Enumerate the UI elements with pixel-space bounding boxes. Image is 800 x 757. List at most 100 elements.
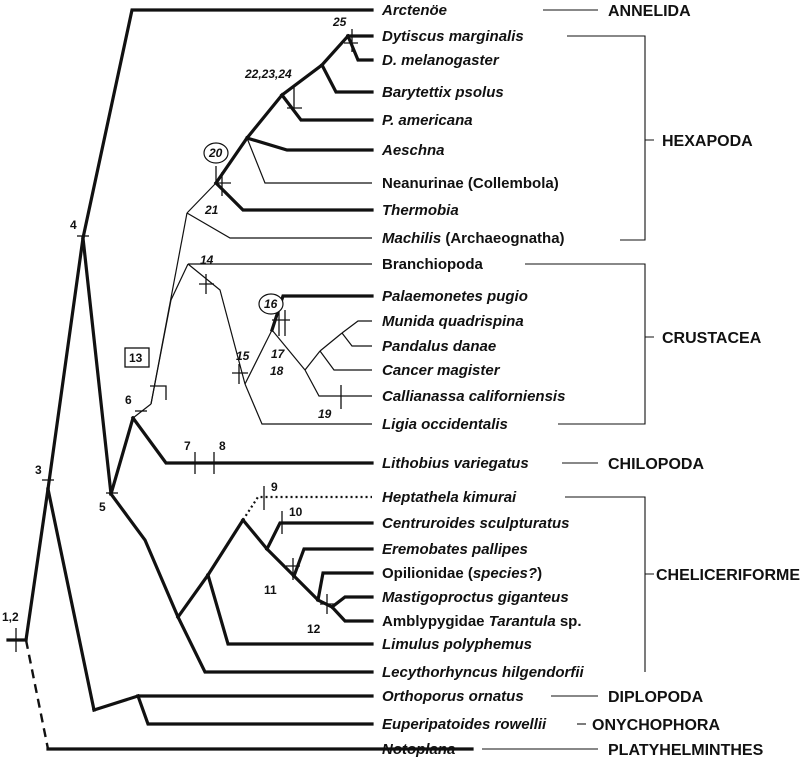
node-label-6: 6: [125, 393, 132, 407]
branch-n5-to-n6: [109, 416, 135, 496]
branch-to-n12-node: [291, 573, 321, 603]
branch-to-n22: [244, 92, 285, 141]
branch-to-munida-node: [319, 332, 343, 352]
branch-palaemonetes: [269, 294, 374, 333]
branch-ligia: [244, 383, 372, 425]
group-brackets: [482, 9, 654, 750]
taxon-machilis: Machilis (Archaeognatha): [382, 230, 565, 247]
branch-amblypygidae: [329, 604, 374, 623]
taxon-eremobates: Eremobates pallipes: [382, 541, 528, 558]
taxon-aeschna: Aeschna: [381, 142, 445, 159]
branch-n4-to-n5: [81, 236, 113, 496]
tree-branches: [6, 8, 474, 751]
tick-15: [232, 364, 248, 384]
taxon-opilionidae-family: Opilionidae (: [382, 565, 473, 582]
branch-cancer: [319, 350, 372, 371]
branch-mastigoproctus: [329, 595, 374, 610]
taxon-mastigoproctus: Mastigoproctus giganteus: [382, 589, 569, 606]
bracket-cheliceriformes: [565, 496, 654, 672]
taxon-opilionidae-close: ): [537, 565, 542, 582]
branch-n3-to-n4: [46, 236, 85, 491]
node-label-13: 13: [129, 351, 143, 365]
node-label-20: 20: [208, 146, 223, 160]
branch-thermobia: [213, 180, 374, 212]
node-label-16: 16: [264, 297, 278, 311]
branch-eremobates: [291, 547, 374, 579]
branch-munida: [341, 320, 372, 334]
taxon-amblypygidae-family: Amblypygidae: [382, 613, 489, 630]
character-ticks: [15, 29, 358, 652]
group-platyhelminthes: PLATYHELMINTHES: [608, 742, 764, 757]
node-label-12: 12: [307, 622, 321, 636]
group-cheliceriformes: CHELICERIFORMES: [656, 567, 800, 584]
node-label-7: 7: [184, 439, 191, 453]
branch-to-n11-node: [264, 546, 297, 579]
branch-to-limulus-node: [175, 572, 211, 620]
branch-to-n21: [186, 182, 217, 214]
taxon-amblypygidae-genus: Tarantula: [489, 613, 556, 630]
group-onychophora: ONYCHOPHORA: [592, 717, 720, 734]
branch-to-n10-node: [240, 517, 270, 552]
taxon-opilionidae: Opilionidae (species?): [382, 565, 542, 582]
branch-to-decapod-node: [271, 329, 306, 371]
taxon-pamericana: P. americana: [382, 112, 473, 129]
taxon-neanurinae: Neanurinae (Collembola): [382, 175, 559, 192]
branch-pandalus: [341, 332, 372, 347]
group-hexapoda: HEXAPODA: [662, 133, 753, 150]
branch-to-n17: [244, 329, 273, 385]
taxon-barytettix: Barytettix psolus: [382, 84, 504, 101]
branch-n13-to-crustacean-clade: [150, 263, 189, 405]
taxon-lithobius: Lithobius variegatus: [382, 455, 529, 472]
bracket-hexapoda: [567, 35, 654, 241]
node-label-17: 17: [271, 347, 286, 361]
taxon-machilis-genus: Machilis: [382, 230, 441, 247]
taxon-arctenoe: Arctenöe: [381, 2, 447, 19]
group-labels: ANNELIDA HEXAPODA CRUSTACEA CHILOPODA CH…: [592, 3, 800, 757]
group-crustacea: CRUSTACEA: [662, 330, 762, 347]
taxon-euperipatoides: Euperipatoides rowellii: [382, 716, 547, 733]
tick-16-17: [272, 310, 290, 336]
taxon-palaemonetes: Palaemonetes pugio: [382, 288, 528, 305]
branch-n4-to-arctenoe: [81, 8, 374, 240]
taxon-thermobia: Thermobia: [382, 202, 459, 219]
taxon-dmel: D. melanogaster: [382, 52, 500, 69]
tick-12: [320, 594, 336, 614]
branch-to-drosophila-node: [319, 33, 351, 68]
node-label-8: 8: [219, 439, 226, 453]
node-label-4: 4: [70, 218, 77, 232]
branch-to-barytettix-node: [279, 62, 325, 98]
taxon-munida: Munida quadrispina: [382, 313, 524, 330]
branch-centruroides: [264, 521, 374, 552]
branch-neanurinae: [246, 137, 372, 184]
node-label-22-24: 22,23,24: [244, 67, 292, 81]
branch-n5-to-chelicerates: [108, 491, 181, 620]
node-16-circle: [258, 293, 284, 315]
branch-barytettix: [319, 62, 374, 94]
node-label-9: 9: [271, 480, 278, 494]
branch-callianassa: [304, 369, 372, 397]
taxon-notoplana: Notoplana: [382, 741, 455, 757]
node-label-15: 15: [236, 349, 250, 363]
tick-22-24: [287, 86, 302, 110]
group-annelida: ANNELIDA: [608, 3, 691, 20]
branch-limulus: [206, 573, 374, 646]
bracket-crustacea: [525, 263, 654, 425]
branch-euperipatoides: [135, 693, 374, 726]
branch-dmel: [345, 33, 374, 62]
branch-to-n15: [187, 263, 246, 385]
branch-to-cancer-node: [304, 350, 321, 371]
branch-lithobius: [130, 415, 374, 465]
taxon-limulus: Limulus polyphemus: [382, 636, 532, 653]
node-20-circle: [203, 142, 229, 164]
taxon-dytiscus: Dytiscus marginalis: [382, 28, 524, 45]
branch-to-aeschna: [245, 136, 374, 152]
taxon-ligia: Ligia occidentalis: [382, 416, 508, 433]
node-label-21: 21: [204, 203, 219, 217]
node-13-box: [124, 347, 150, 368]
taxon-labels: Arctenöe Dytiscus marginalis D. melanoga…: [381, 2, 585, 757]
tick-25: [344, 29, 358, 52]
branch-root-to-n3: [24, 487, 50, 642]
branch-root-to-notoplana: [24, 639, 50, 750]
branch-n3-to-myriapod: [46, 487, 96, 712]
branch-lecythorhyncus: [175, 614, 374, 674]
